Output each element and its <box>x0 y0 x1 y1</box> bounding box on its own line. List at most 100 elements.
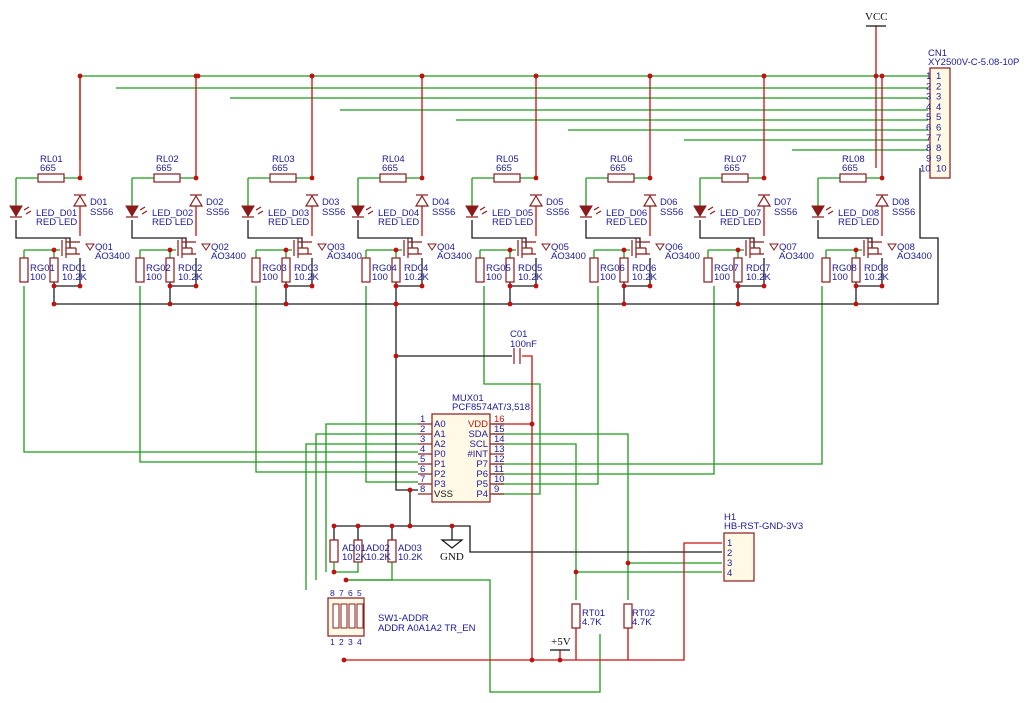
rg-value: 100 <box>372 272 388 283</box>
mux-left-pin-num: 4 <box>420 444 425 455</box>
junction <box>283 247 289 253</box>
mosfet-ref: Q02 <box>211 242 229 253</box>
rg-ref: RG03 <box>262 263 287 274</box>
mux-right-pin-num: 10 <box>494 474 505 485</box>
junction <box>407 487 413 493</box>
mosfet-ref: Q04 <box>437 242 455 253</box>
mux-left-pin-name: A2 <box>434 439 446 450</box>
rt01-ref: RT01 <box>582 608 605 619</box>
mosfet-icon <box>403 238 422 258</box>
h1-value: HB-RST-GND-3V3 <box>724 521 803 532</box>
header-h1: H1 HB-RST-GND-3V3 1 2 3 4 <box>723 512 803 582</box>
rd-value: 10.2K <box>632 272 657 283</box>
junction <box>51 283 57 289</box>
mux-right-pin-num: 13 <box>494 444 505 455</box>
led-value: RED LED <box>152 217 193 228</box>
diode-value: SS56 <box>206 207 229 218</box>
cn1-pin-right-1: 1 <box>936 71 941 82</box>
cn1-value: XY2500V-C-5.08-10P <box>928 57 1019 68</box>
junction <box>193 175 199 181</box>
junction <box>529 421 535 427</box>
diode-icon <box>874 194 890 207</box>
mosfet-ref: Q01 <box>95 242 113 253</box>
rg-ref: RG04 <box>372 263 397 274</box>
cn1-pin-left-1: 1 <box>926 71 931 82</box>
junction <box>331 569 337 575</box>
mosfet-value: AO3400 <box>211 251 246 262</box>
resistor-rd <box>49 257 59 283</box>
junction <box>77 175 83 181</box>
mux-left-pin-name: P1 <box>434 459 446 470</box>
junction <box>355 523 361 529</box>
junction <box>853 301 859 307</box>
diode-value: SS56 <box>892 207 915 218</box>
cn1-pin-right-2: 2 <box>936 81 941 92</box>
resistor-rd <box>505 257 515 283</box>
junction <box>193 283 199 289</box>
mux-left-pin-num: 2 <box>420 424 425 435</box>
mux-right-pin-num: 15 <box>494 424 505 435</box>
mux01-ref: MUX01 <box>452 393 484 404</box>
rt01-value: 4.7K <box>582 617 602 628</box>
led-ref: LED_D03 <box>268 208 309 219</box>
mux-left-pin-name: A1 <box>434 429 446 440</box>
sw1-pin-4: 4 <box>357 637 362 647</box>
sw1-pin-7: 7 <box>339 588 344 598</box>
led-icon <box>9 205 23 217</box>
led-icon <box>351 205 365 217</box>
diode-value: SS56 <box>90 207 113 218</box>
mosfet-ref: Q03 <box>327 242 345 253</box>
dip-switch-sw1: 8 7 6 5 1 2 3 4 SW1-ADDR ADDR A0A1A2 TR_… <box>327 588 476 647</box>
mux-left-pin-num: 8 <box>420 484 425 495</box>
cn1-ref: CN1 <box>928 48 947 59</box>
resistor-rg <box>19 257 29 283</box>
junction <box>167 283 173 289</box>
mosfet-value: AO3400 <box>437 251 472 262</box>
rg-value: 100 <box>714 272 730 283</box>
rl-value: 665 <box>382 163 398 174</box>
junction <box>449 523 455 529</box>
resistor-rl <box>493 173 521 183</box>
junction <box>621 301 627 307</box>
mux-right-pin-name: VDD <box>468 419 488 430</box>
diode-icon <box>756 194 772 207</box>
junction <box>761 283 767 289</box>
rt02-value: 4.7K <box>632 617 652 628</box>
rl-value: 665 <box>496 163 512 174</box>
led-ref: LED_D07 <box>720 208 761 219</box>
junction <box>647 73 653 79</box>
mosfet-icon <box>631 238 650 258</box>
mosfet-icon <box>177 238 196 258</box>
sw1-pin-8: 8 <box>330 588 335 598</box>
mux-left-pin-name: A0 <box>434 419 446 430</box>
resistor-rd <box>851 257 861 283</box>
address-resistors: AD01 10.2K AD02 10.2K AD03 10.2K <box>329 539 423 581</box>
junction-dots <box>51 73 885 663</box>
cn1-pin-right-5: 5 <box>936 112 941 123</box>
led-ref: LED_D05 <box>492 208 533 219</box>
diode-ref: D01 <box>90 197 107 208</box>
diode-ref: D03 <box>322 197 339 208</box>
rl-value: 665 <box>40 163 56 174</box>
mux-right-pin-num: 9 <box>494 484 499 495</box>
ad03-value: 10.2K <box>398 552 423 563</box>
cn1-pin-right-8: 8 <box>936 143 941 154</box>
mux-left-pin-num: 5 <box>420 454 425 465</box>
diode-value: SS56 <box>546 207 569 218</box>
junction <box>761 175 767 181</box>
junction <box>343 577 349 583</box>
resistor-rg <box>589 257 599 283</box>
resistor-rg <box>361 257 371 283</box>
junction <box>309 175 315 181</box>
led-value: RED LED <box>838 217 879 228</box>
mux-left-pin-num: 7 <box>420 474 425 485</box>
junction <box>507 247 513 253</box>
rd-value: 10.2K <box>62 272 87 283</box>
led-ref: LED_D08 <box>838 208 879 219</box>
led-icon <box>811 205 825 217</box>
mux-left-pin-name: VSS <box>434 489 453 500</box>
mux-left-pin-num: 3 <box>420 434 425 445</box>
